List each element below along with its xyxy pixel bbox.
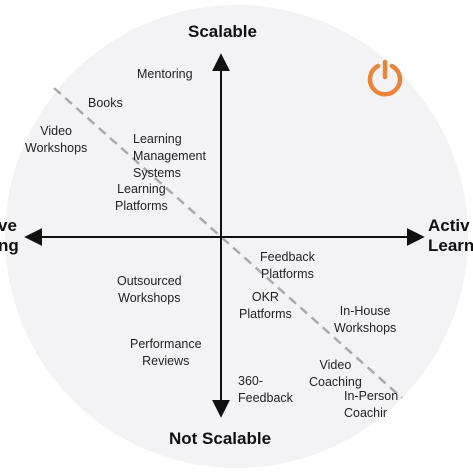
item-video-coaching: Video Coaching bbox=[309, 358, 362, 389]
item-inhouse-workshops: In-House Workshops bbox=[334, 304, 397, 335]
item-inperson-coaching: In-Person Coachir bbox=[344, 389, 399, 420]
axis-label-top: Scalable bbox=[188, 22, 257, 41]
axis-label-left: ve ng bbox=[0, 216, 19, 255]
item-learning-management-systems: Learning Management Systems bbox=[133, 132, 206, 180]
item-360-feedback: 360- Feedback bbox=[238, 374, 293, 405]
item-learning-platforms: Learning Platforms bbox=[115, 182, 168, 213]
item-feedback-platforms: Feedback Platforms bbox=[260, 250, 315, 281]
item-okr-platforms: OKR Platforms bbox=[239, 290, 292, 321]
diagonal-dashed-line bbox=[53, 87, 403, 399]
item-books: Books bbox=[88, 96, 123, 110]
item-performance-reviews: Performance Reviews bbox=[130, 337, 202, 368]
axis-label-bottom: Not Scalable bbox=[169, 429, 272, 448]
axis-label-right: Activ Learn bbox=[428, 216, 473, 255]
item-video-workshops: Video Workshops bbox=[25, 124, 88, 155]
power-icon bbox=[367, 59, 403, 97]
item-mentoring: Mentoring bbox=[137, 67, 193, 81]
item-outsourced-workshops: Outsourced Workshops bbox=[117, 274, 182, 305]
